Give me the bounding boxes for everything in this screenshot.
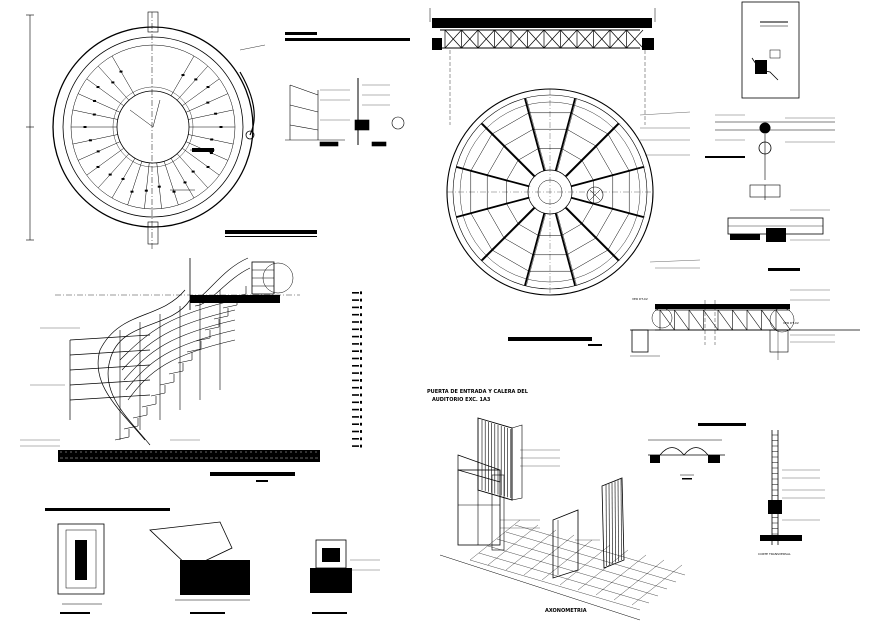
truss-section-detail [630,289,860,360]
stair-elevation [20,257,322,482]
transverse-cut-detail [760,430,825,545]
spiral-stair-plan [26,11,317,250]
view-reference-right: VER DT-02 [783,321,799,325]
entrance-title-line1: PUERTA DE ENTRADA Y CALERA DEL [427,389,529,395]
connection-details [705,114,835,271]
footing-details [45,508,380,614]
view-reference-left: VER DT-02 [632,297,648,301]
dome-truss-elevation [429,8,656,125]
entrance-title-line2: AUDITORIO EXC. 1A3 [432,397,491,403]
top-right-detail-box [741,1,800,99]
vault-section-detail [648,423,746,480]
entrance-axonometric [439,417,686,621]
dome-plan [446,88,701,346]
railing-section-detail [285,78,405,147]
transverse-cut-label: CORTE TRANSVERSAL [758,552,791,556]
stair-detail-title [285,32,410,41]
axonometric-label: AXONOMETRIA [545,608,587,614]
level-tag-column [352,291,362,448]
